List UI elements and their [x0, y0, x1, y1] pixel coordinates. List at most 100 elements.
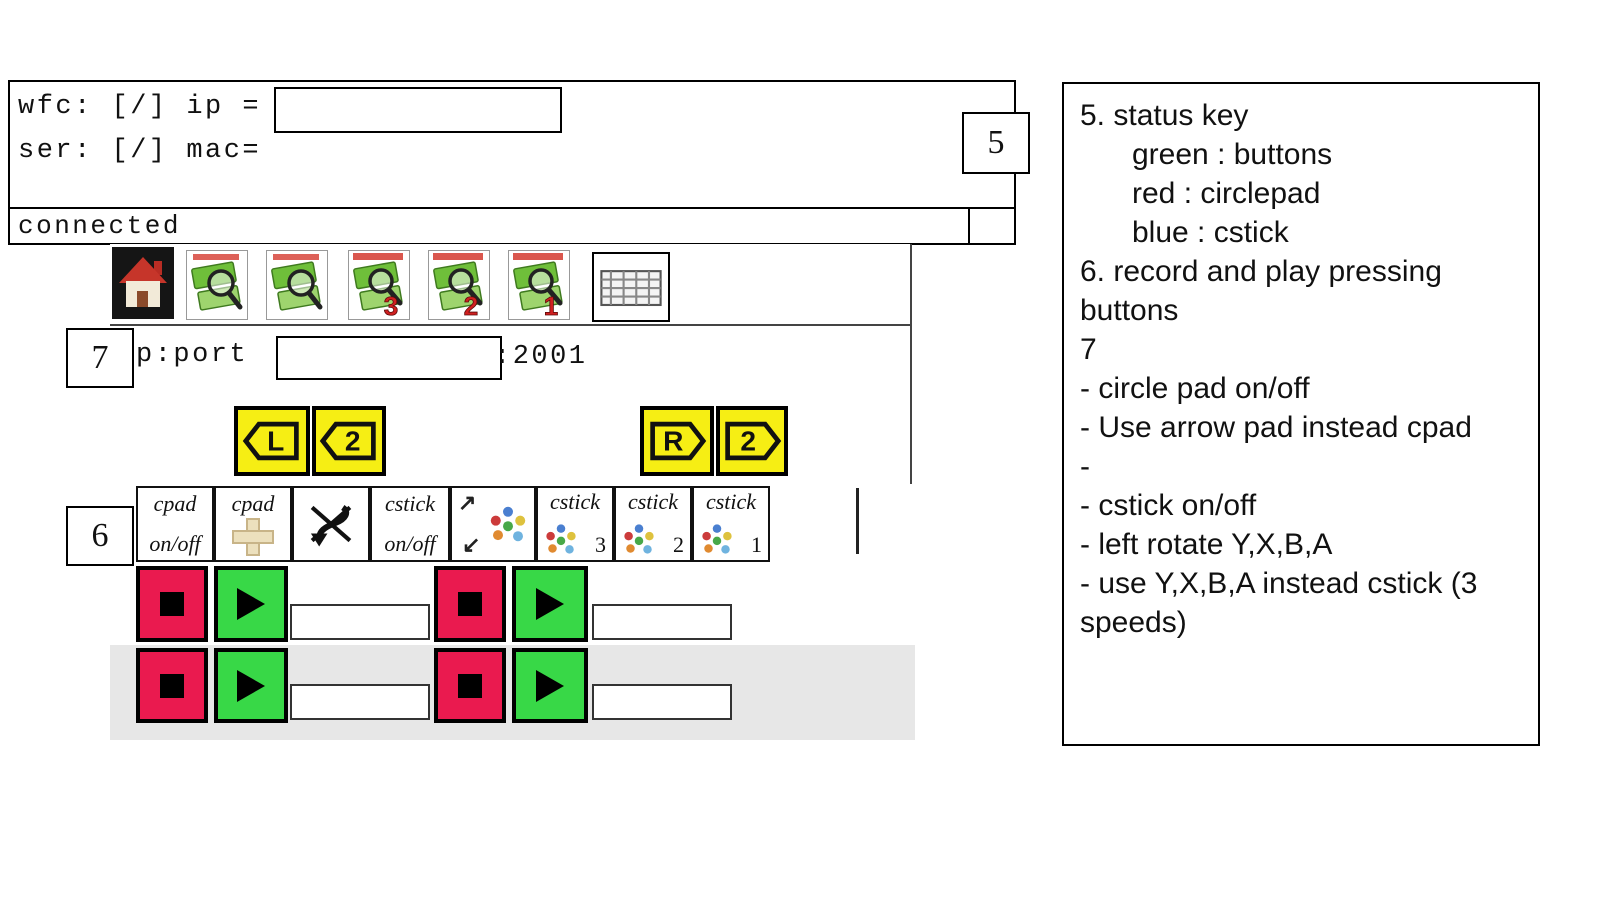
record-stop-button-3[interactable]	[136, 648, 208, 723]
record-play-button-2[interactable]	[512, 566, 588, 642]
status-text: connected	[18, 211, 181, 241]
legend-line: - cstick on/off	[1080, 489, 1257, 522]
arrow-sw-icon: ↙	[462, 532, 481, 557]
port-input[interactable]	[276, 336, 502, 380]
ds-zoom-speed3-icon[interactable]: 3	[348, 250, 410, 320]
legend-line: - use Y,X,B,A instead cstick (3 speeds)	[1080, 567, 1478, 639]
face-buttons-icon	[624, 524, 654, 554]
cstick3-label: cstick	[549, 489, 601, 514]
annotation-label-5: 5	[962, 112, 1030, 174]
play-icon	[237, 669, 265, 702]
play-icon	[536, 669, 564, 702]
face-buttons-icon	[490, 506, 526, 542]
l2-label: 2	[345, 425, 361, 456]
cstick-speed-1-button[interactable]: cstick 1	[692, 486, 770, 562]
l2-keycap-glyph: 2	[319, 421, 376, 461]
annotation-label-7: 7	[66, 328, 134, 388]
connection-panel: wfc: [/] ip = ser: [/] mac=	[8, 80, 1016, 210]
ds-zoom-speed1-icon[interactable]: 1	[508, 250, 570, 320]
record-field-2[interactable]	[592, 604, 732, 640]
ds-zoom-glyph: 2	[433, 253, 483, 319]
stop-icon	[160, 673, 184, 698]
cstick1-number: 1	[751, 532, 762, 557]
cstick-onoff-top: cstick	[384, 491, 436, 516]
record-play-button-4[interactable]	[512, 648, 588, 723]
ds-zoom-speed2-icon[interactable]: 2	[428, 250, 490, 320]
cpad-onoff-bottom: on/off	[149, 530, 201, 556]
stop-icon	[458, 673, 482, 698]
cstick2-label: cstick	[627, 489, 679, 514]
port-suffix: :2001	[494, 342, 588, 372]
record-field-4[interactable]	[592, 684, 732, 720]
record-play-button-1[interactable]	[214, 566, 288, 642]
ser-mac-label: ser: [/] mac=	[18, 136, 262, 166]
stop-icon	[458, 592, 482, 616]
record-play-button-3[interactable]	[214, 648, 288, 723]
r-keycap-glyph: R	[650, 421, 707, 461]
use-dpad-as-cpad-button[interactable]: cpad	[214, 486, 292, 562]
legend-line: - circle pad on/off	[1080, 372, 1310, 405]
speed-badge: 3	[384, 291, 398, 319]
l-label: L	[267, 425, 284, 456]
keyboard-glyph	[595, 255, 667, 319]
ds-zoom-glyph: 1	[513, 253, 563, 319]
rotate-toggle-button[interactable]	[292, 486, 370, 562]
ds-zoom-icon[interactable]	[266, 250, 328, 320]
legend-line: - left rotate Y,X,B,A	[1080, 528, 1333, 561]
face-buttons-icon	[546, 524, 576, 554]
annotation-label-6: 6	[66, 506, 134, 566]
l-keycap-glyph: L	[242, 421, 299, 461]
shoulder-l-button[interactable]: L	[234, 406, 310, 476]
cpad-onoff-button[interactable]: cpad on/off	[136, 486, 214, 562]
legend-line: -	[1080, 450, 1090, 483]
ds-zoom-icon[interactable]	[186, 250, 248, 320]
cstick-onoff-button[interactable]: cstick on/off	[370, 486, 450, 562]
cpad-onoff-top: cpad	[153, 491, 197, 516]
cstick-onoff-bottom: on/off	[384, 530, 436, 556]
home-glyph	[112, 247, 174, 319]
legend-line: 6. record and play pressing buttons	[1080, 255, 1442, 327]
record-field-1[interactable]	[290, 604, 430, 640]
wfc-ip-label: wfc: [/] ip =	[18, 92, 262, 122]
home-icon[interactable]	[112, 247, 174, 319]
ds-zoom-glyph	[271, 254, 323, 311]
cpad-arrow-label: cpad	[231, 491, 275, 516]
record-stop-button-1[interactable]	[136, 566, 208, 642]
help-legend-panel: 5. status key green : buttons red : circ…	[1062, 82, 1540, 746]
legend-line: 7	[1080, 333, 1097, 366]
legend-line: 5. status key	[1080, 99, 1249, 132]
left-rotate-buttons-button[interactable]: ↗ ↙	[450, 486, 536, 562]
record-stop-button-4[interactable]	[434, 648, 506, 723]
status-bar-divider	[968, 209, 970, 243]
cstick-speed-3-button[interactable]: cstick 3	[536, 486, 614, 562]
cstick3-number: 3	[595, 532, 606, 557]
legend-line: green : buttons	[1132, 138, 1333, 171]
status-bar: connected	[8, 207, 1016, 245]
ds-zoom-glyph: 3	[353, 253, 403, 319]
r-label: R	[663, 425, 683, 456]
cstick-speed-2-button[interactable]: cstick 2	[614, 486, 692, 562]
r2-label: 2	[740, 425, 756, 456]
record-field-3[interactable]	[290, 684, 430, 720]
record-stop-button-2[interactable]	[434, 566, 506, 642]
speed-badge: 1	[544, 291, 558, 319]
scrollbar-handle[interactable]	[856, 488, 859, 554]
keyboard-icon[interactable]	[592, 252, 670, 322]
play-icon	[536, 588, 564, 620]
legend-line: blue : cstick	[1132, 216, 1289, 249]
stop-icon	[160, 592, 184, 616]
ds-zoom-glyph	[191, 254, 243, 311]
legend-line: - Use arrow pad instead cpad	[1080, 411, 1472, 444]
ip-input[interactable]	[274, 87, 562, 133]
shoulder-r-button[interactable]: R	[640, 406, 714, 476]
shoulder-r2-button[interactable]: 2	[716, 406, 788, 476]
cstick1-label: cstick	[705, 489, 757, 514]
r2-keycap-glyph: 2	[725, 421, 782, 461]
shoulder-l2-button[interactable]: 2	[312, 406, 386, 476]
dpad-icon	[232, 518, 274, 556]
face-buttons-icon	[702, 524, 732, 554]
port-label: p:port	[136, 340, 249, 370]
panel-right-border	[910, 244, 912, 484]
arrow-ne-icon: ↗	[458, 490, 477, 515]
